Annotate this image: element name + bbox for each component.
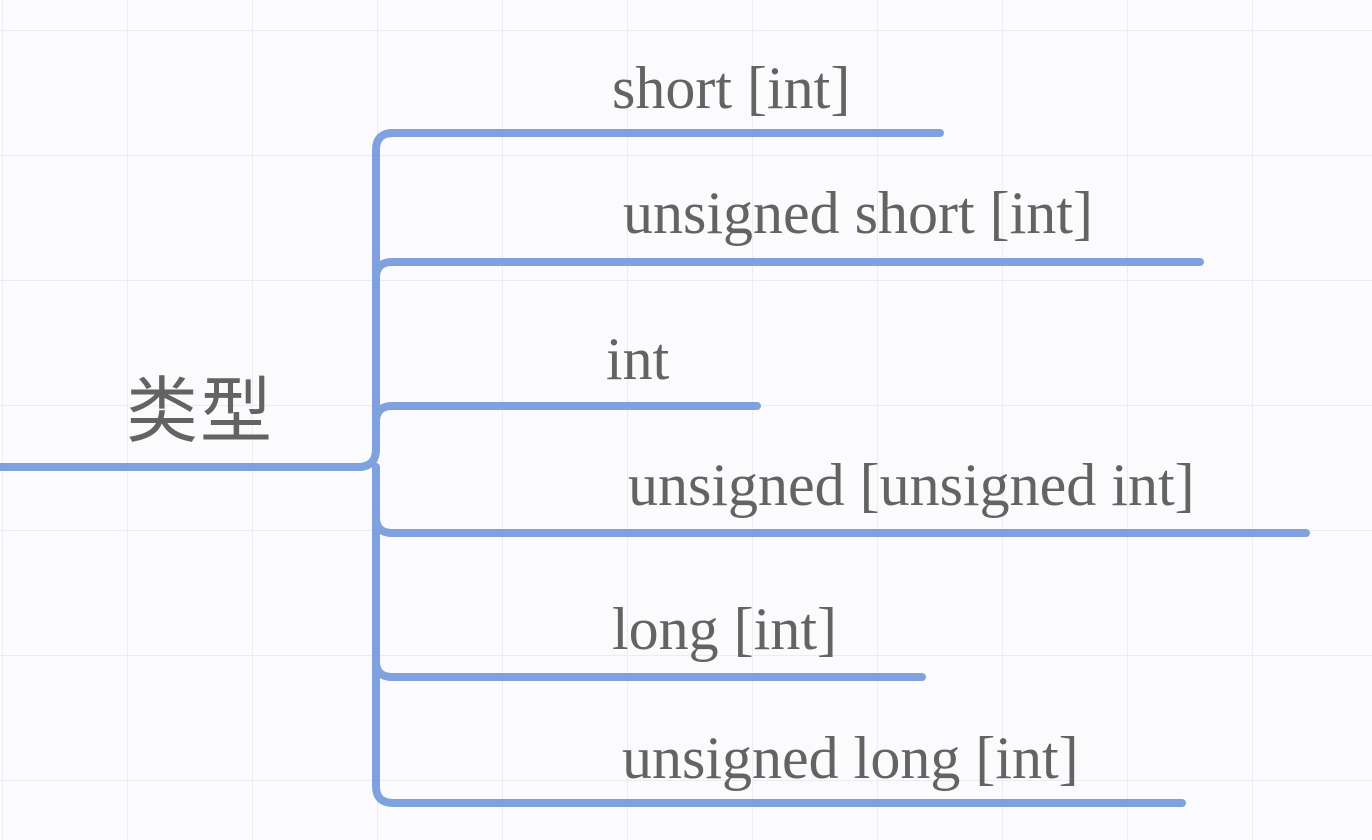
bracket-lower <box>372 463 397 807</box>
child-node-int[interactable]: int <box>606 326 670 392</box>
child-node-unsigned-unsigned-int[interactable]: unsigned [unsigned int] <box>628 452 1195 518</box>
branch-line-unsigned-unsigned-int <box>372 513 1310 537</box>
bracket-upper <box>372 129 397 453</box>
child-node-unsigned-long-int[interactable]: unsigned long [int] <box>622 725 1079 791</box>
child-node-long-int[interactable]: long [int] <box>612 596 837 662</box>
child-node-unsigned-short-int[interactable]: unsigned short [int] <box>623 180 1093 246</box>
branch-line-int <box>372 402 761 426</box>
branch-line-unsigned-short-int <box>372 258 1204 282</box>
branch-line-long-int <box>372 657 926 681</box>
child-node-short-int[interactable]: short [int] <box>612 55 851 121</box>
root-node-label[interactable]: 类型 <box>126 372 275 452</box>
